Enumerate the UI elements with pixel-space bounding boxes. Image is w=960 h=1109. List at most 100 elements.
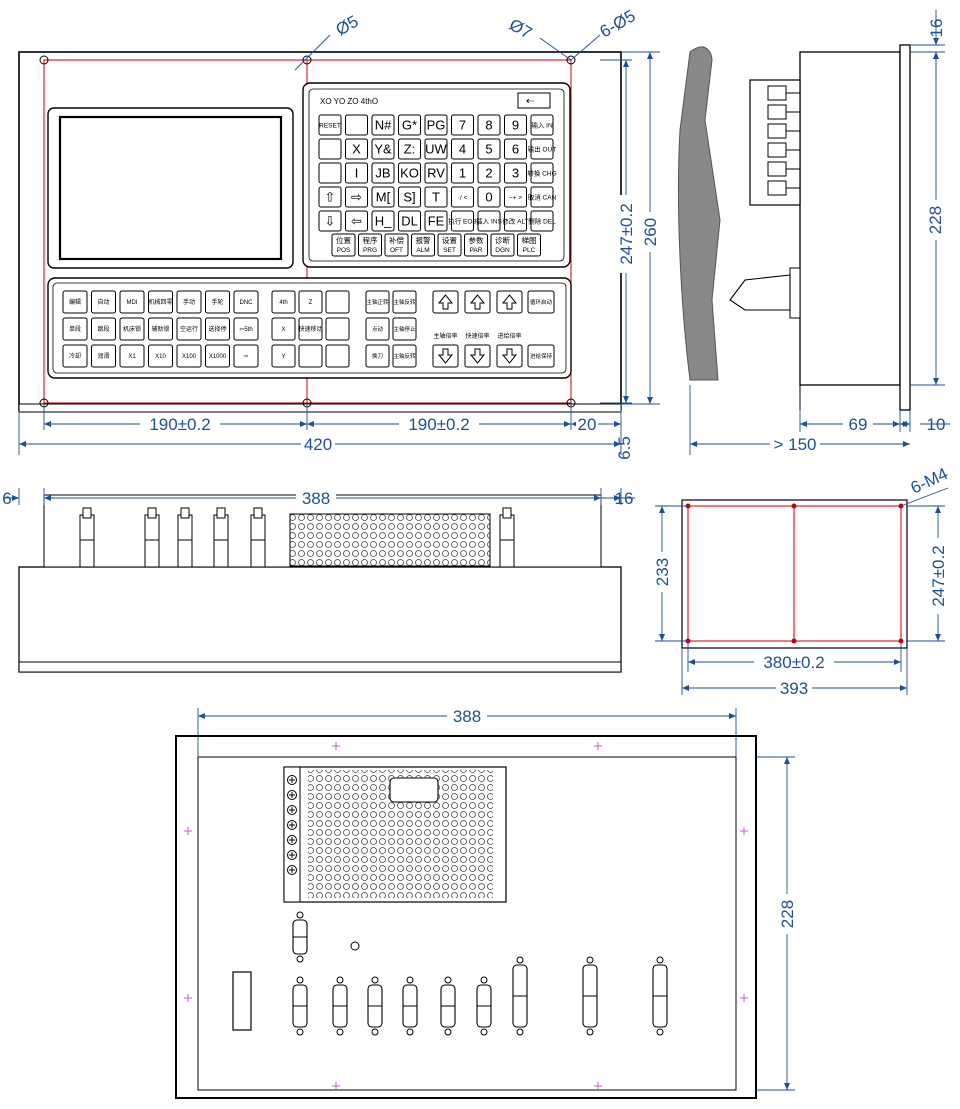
axis-key-5[interactable]	[325, 317, 350, 341]
mode-key-r1-c6[interactable]: ⇦5th	[233, 317, 259, 341]
mode-key-r0-c1[interactable]: 自动	[91, 290, 116, 314]
override-down-2[interactable]	[496, 344, 523, 368]
edit-key-r4-c7[interactable]: 修改 ALT	[502, 210, 529, 232]
edit-key-r3-c7[interactable]: −+ >	[504, 186, 527, 208]
edit-key-r1-c3[interactable]: Z:	[398, 138, 421, 160]
edit-key-r1-c5[interactable]: 4	[451, 138, 474, 160]
mode-key-r2-c3[interactable]: X10	[148, 344, 173, 368]
edit-key-r0-c7[interactable]: 9	[504, 114, 527, 136]
axis-key-2[interactable]	[325, 290, 350, 314]
mode-key-r2-c0[interactable]: 冷却	[62, 344, 88, 368]
axis-key-3[interactable]: X	[271, 317, 296, 341]
edit-key-r4-c4[interactable]: FE	[424, 210, 448, 232]
edit-key-r0-c5[interactable]: 7	[451, 114, 474, 136]
edit-key-r3-c4[interactable]: T	[424, 186, 448, 208]
spindle-key-0[interactable]: 主轴正转	[365, 290, 390, 314]
edit-key-r0-c1[interactable]	[345, 114, 368, 136]
cutout-view: 233 247±0.2 380±0.2 393 6-M4	[652, 464, 951, 698]
edit-key-r4-c2[interactable]: H_	[371, 210, 395, 232]
spindle-key-3[interactable]: 主轴停止	[392, 317, 417, 341]
spindle-key-4[interactable]: 换刀	[365, 344, 390, 368]
override-down-1[interactable]	[464, 344, 491, 368]
mode-key-r2-c5[interactable]: X1000	[205, 344, 230, 368]
edit-key-r4-c5[interactable]: 执行 EOB	[448, 210, 477, 232]
mode-key-r2-c1[interactable]: 润滑	[91, 344, 116, 368]
edit-key-r2-c0[interactable]	[318, 162, 342, 184]
axis-key-7[interactable]	[298, 344, 323, 368]
override-up-0[interactable]	[432, 290, 459, 314]
menu-key-5-en: PAR	[470, 247, 483, 254]
axis-key-8[interactable]	[325, 344, 350, 368]
mode-key-r1-c5[interactable]: 选择停	[205, 317, 230, 341]
edit-key-r2-c5[interactable]: 1	[451, 162, 474, 184]
edit-key-r0-c8[interactable]: 输入 IN	[530, 114, 554, 136]
mode-key-r1-c4[interactable]: 空运行	[176, 317, 202, 341]
mode-key-r0-c0[interactable]: 编辑	[62, 290, 88, 314]
edit-key-r2-c4[interactable]: RV	[424, 162, 448, 184]
mode-key-r0-c6[interactable]: DNC	[233, 290, 259, 314]
edit-key-r3-c8[interactable]: 取消 CAN	[528, 186, 557, 208]
edit-key-r2-c3[interactable]: KO	[398, 162, 421, 184]
edit-key-r3-c3[interactable]: S]	[398, 186, 421, 208]
edit-key-r4-c3[interactable]: DL	[398, 210, 421, 232]
edit-key-r3-c2[interactable]: M[	[371, 186, 395, 208]
mode-key-r1-c2[interactable]: 机床锁	[119, 317, 145, 341]
mode-key-r2-c2[interactable]: X1	[119, 344, 145, 368]
axis-key-0[interactable]: 4th	[271, 290, 296, 314]
axis-key-1[interactable]: Z	[298, 290, 323, 314]
edit-key-r1-c1[interactable]: X	[345, 138, 368, 160]
edit-key-r1-c7[interactable]: 6	[504, 138, 527, 160]
edit-key-r0-c4[interactable]: PG	[424, 114, 448, 136]
edit-key-r1-c0[interactable]	[318, 138, 342, 160]
edit-key-r2-c2[interactable]: JB	[371, 162, 395, 184]
edit-key-r2-c6[interactable]: 2	[477, 162, 501, 184]
edit-key-r1-c4[interactable]: UW	[424, 138, 448, 160]
axis-key-6[interactable]: Y	[271, 344, 296, 368]
edit-key-r4-c1[interactable]: ⇦	[345, 210, 368, 232]
edit-key-r0-c0[interactable]: RESET	[318, 114, 342, 136]
spindle-key-5[interactable]: 主轴反转	[392, 344, 417, 368]
override-down-0[interactable]	[432, 344, 459, 368]
mode-key-r0-c2[interactable]: MDI	[119, 290, 145, 314]
mode-key-r2-c6[interactable]: ⇨	[233, 344, 259, 368]
edit-key-r1-c2[interactable]: Y&	[371, 138, 395, 160]
mode-key-r0-c3[interactable]: 机械回零	[148, 290, 173, 314]
edit-key-r0-c6[interactable]: 8	[477, 114, 501, 136]
mode-key-r1-c3[interactable]: 辅助锁	[148, 317, 173, 341]
spindle-key-1[interactable]: 主轴反转	[392, 290, 417, 314]
mode-key-r2-c4[interactable]: X100	[176, 344, 202, 368]
mode-key-r0-c5[interactable]: 手轮	[205, 290, 230, 314]
edit-key-r3-c5[interactable]: ·/ <	[451, 186, 474, 208]
cycle-start-key[interactable]: 循环启动	[527, 290, 555, 314]
override-up-1[interactable]	[464, 290, 491, 314]
edit-key-r2-c1[interactable]: I	[345, 162, 368, 184]
axis-key-4[interactable]: 快速移动	[298, 317, 323, 341]
edit-key-r4-c0[interactable]: ⇩	[318, 210, 342, 232]
mode-key-r1-c1[interactable]: 跳段	[91, 317, 116, 341]
edit-key-r4-c8[interactable]: 删除 DEL	[528, 210, 556, 232]
edit-key-r1-c8[interactable]: 输出 OUT	[528, 138, 557, 160]
edit-key-r3-c0[interactable]: ⇧	[318, 186, 342, 208]
edit-key-r2-c8[interactable]: 转换 CHG	[527, 162, 557, 184]
edit-key-r2-c7[interactable]: 3	[504, 162, 527, 184]
override-up-2[interactable]	[496, 290, 523, 314]
spindle-key-2[interactable]: 点动	[365, 317, 390, 341]
mode-key-r0-c4[interactable]: 手动	[176, 290, 202, 314]
edit-key-r0-c3[interactable]: G*	[398, 114, 421, 136]
edit-key-r3-c6[interactable]: 0	[477, 186, 501, 208]
mode-key-r0-c6-label: DNC	[240, 300, 254, 306]
feed-hold-key[interactable]: 进给保持	[527, 344, 555, 368]
edit-key-r3-c1[interactable]: ⇨	[345, 186, 368, 208]
edit-key-r0-c2[interactable]: N#	[371, 114, 395, 136]
mode-key-r1-c0[interactable]: 单段	[62, 317, 88, 341]
edit-key-r1-c6[interactable]: 5	[477, 138, 501, 160]
edit-key-r4-c6[interactable]: 插入 INS	[476, 210, 502, 232]
